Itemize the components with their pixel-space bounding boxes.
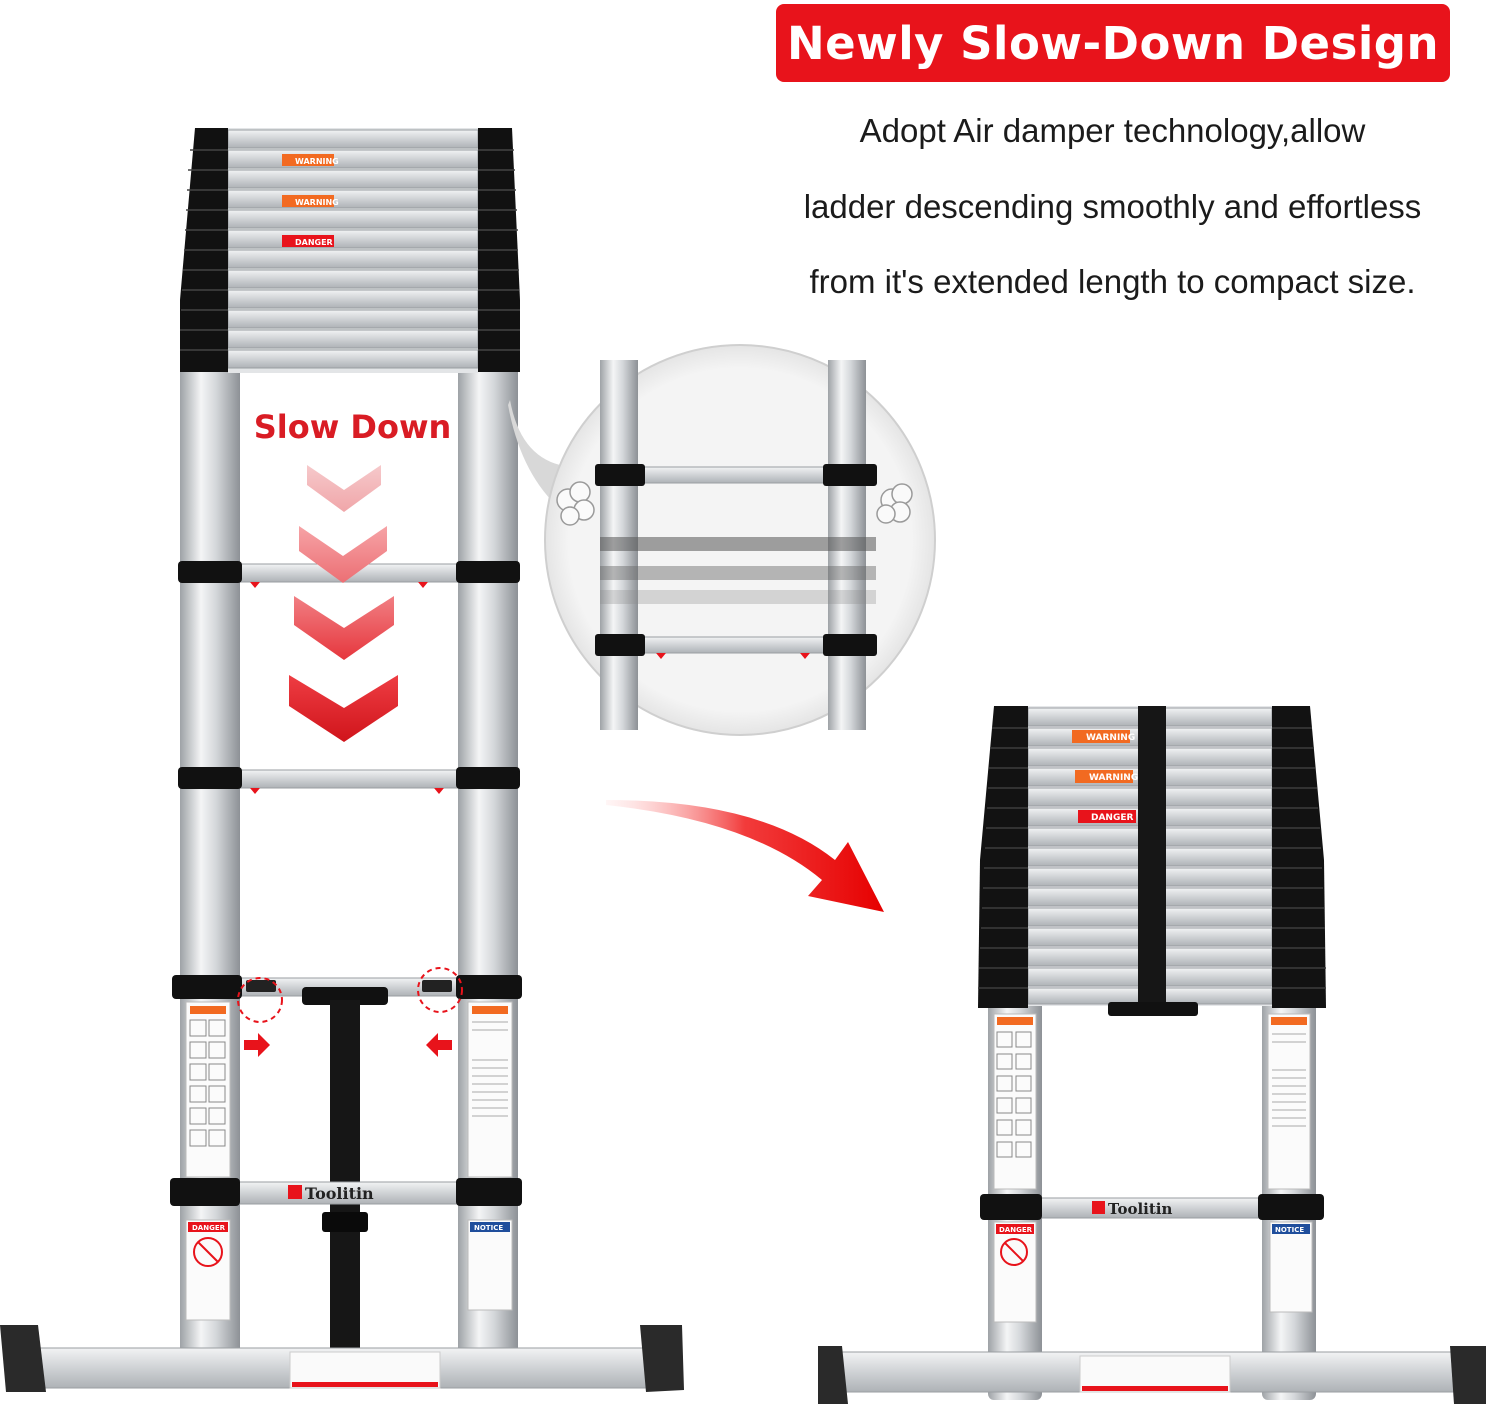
- warning-label: WARNING: [1089, 773, 1138, 783]
- description-line-1: Adopt Air damper technology,allow: [859, 112, 1366, 149]
- warning-sticker: [282, 195, 334, 207]
- carry-handle: [302, 987, 388, 1005]
- danger-label: DANGER: [295, 238, 333, 247]
- top-rung-stack: WARNING WARNING DANGER: [180, 128, 520, 373]
- carry-handle: [1108, 1002, 1198, 1016]
- heading-title: Newly Slow-Down Design: [786, 16, 1440, 70]
- left-stile: [180, 360, 240, 1360]
- warning-sticker: [282, 154, 334, 166]
- arrow-right-icon: [244, 1033, 270, 1057]
- notice-label: NOTICE: [474, 1224, 503, 1232]
- danger-label: DANGER: [999, 1226, 1033, 1234]
- danger-label: DANGER: [192, 1224, 226, 1232]
- rung: [172, 967, 522, 1023]
- stabilizer-bar: [0, 1325, 684, 1392]
- warning-label: WARNING: [1086, 733, 1135, 743]
- carry-strap: [1138, 706, 1166, 1016]
- arrow-left-icon: [426, 1033, 452, 1057]
- right-stile: [458, 360, 518, 1360]
- danger-sticker: [282, 235, 334, 247]
- slow-down-chevrons: [289, 465, 398, 742]
- zoom-callout: [508, 344, 936, 736]
- chevron-down-icon: [307, 465, 381, 512]
- notice-label: NOTICE: [1275, 1226, 1304, 1234]
- rung: [178, 767, 520, 794]
- description-line-2: ladder descending smoothly and effortles…: [803, 188, 1422, 225]
- danger-sticker: [1078, 810, 1136, 823]
- chevron-down-icon: [294, 596, 394, 660]
- brand-rung: Toolitin: [170, 1178, 522, 1206]
- warning-label: WARNING: [295, 157, 339, 166]
- extended-ladder: WARNING WARNING DANGER: [0, 128, 684, 1392]
- curved-arrow-icon: [606, 800, 884, 912]
- safety-sticker-panel: [467, 1001, 513, 1178]
- zoom-callout-icon: [508, 400, 560, 505]
- air-puff-icon: [556, 481, 595, 526]
- chevron-down-icon: [299, 526, 387, 583]
- air-puff-icon: [876, 483, 913, 524]
- heading-banner: Newly Slow-Down Design: [776, 4, 1450, 82]
- warning-sticker: [1075, 770, 1133, 783]
- stabilizer-bar: [818, 1346, 1486, 1404]
- danger-sticker-panel: [185, 1219, 231, 1321]
- chevron-down-icon: [289, 675, 398, 742]
- brand-rung: Toolitin: [980, 1194, 1324, 1220]
- warning-sticker: [1072, 730, 1130, 743]
- warning-label: WARNING: [295, 198, 339, 207]
- notice-sticker-panel: [1269, 1221, 1313, 1313]
- safety-sticker-panel: [185, 1001, 231, 1178]
- compact-ladder: WARNING WARNING DANGER: [818, 706, 1486, 1404]
- brand-label: Toolitin: [305, 1184, 374, 1203]
- danger-label: DANGER: [1091, 813, 1134, 823]
- notice-sticker-panel: [467, 1219, 513, 1311]
- danger-sticker-panel: [993, 1221, 1037, 1323]
- slow-down-label: Slow Down: [253, 408, 452, 446]
- safety-sticker-panel: [993, 1013, 1037, 1190]
- description-line-3: from it's extended length to compact siz…: [809, 263, 1416, 300]
- brand-label: Toolitin: [1108, 1200, 1172, 1218]
